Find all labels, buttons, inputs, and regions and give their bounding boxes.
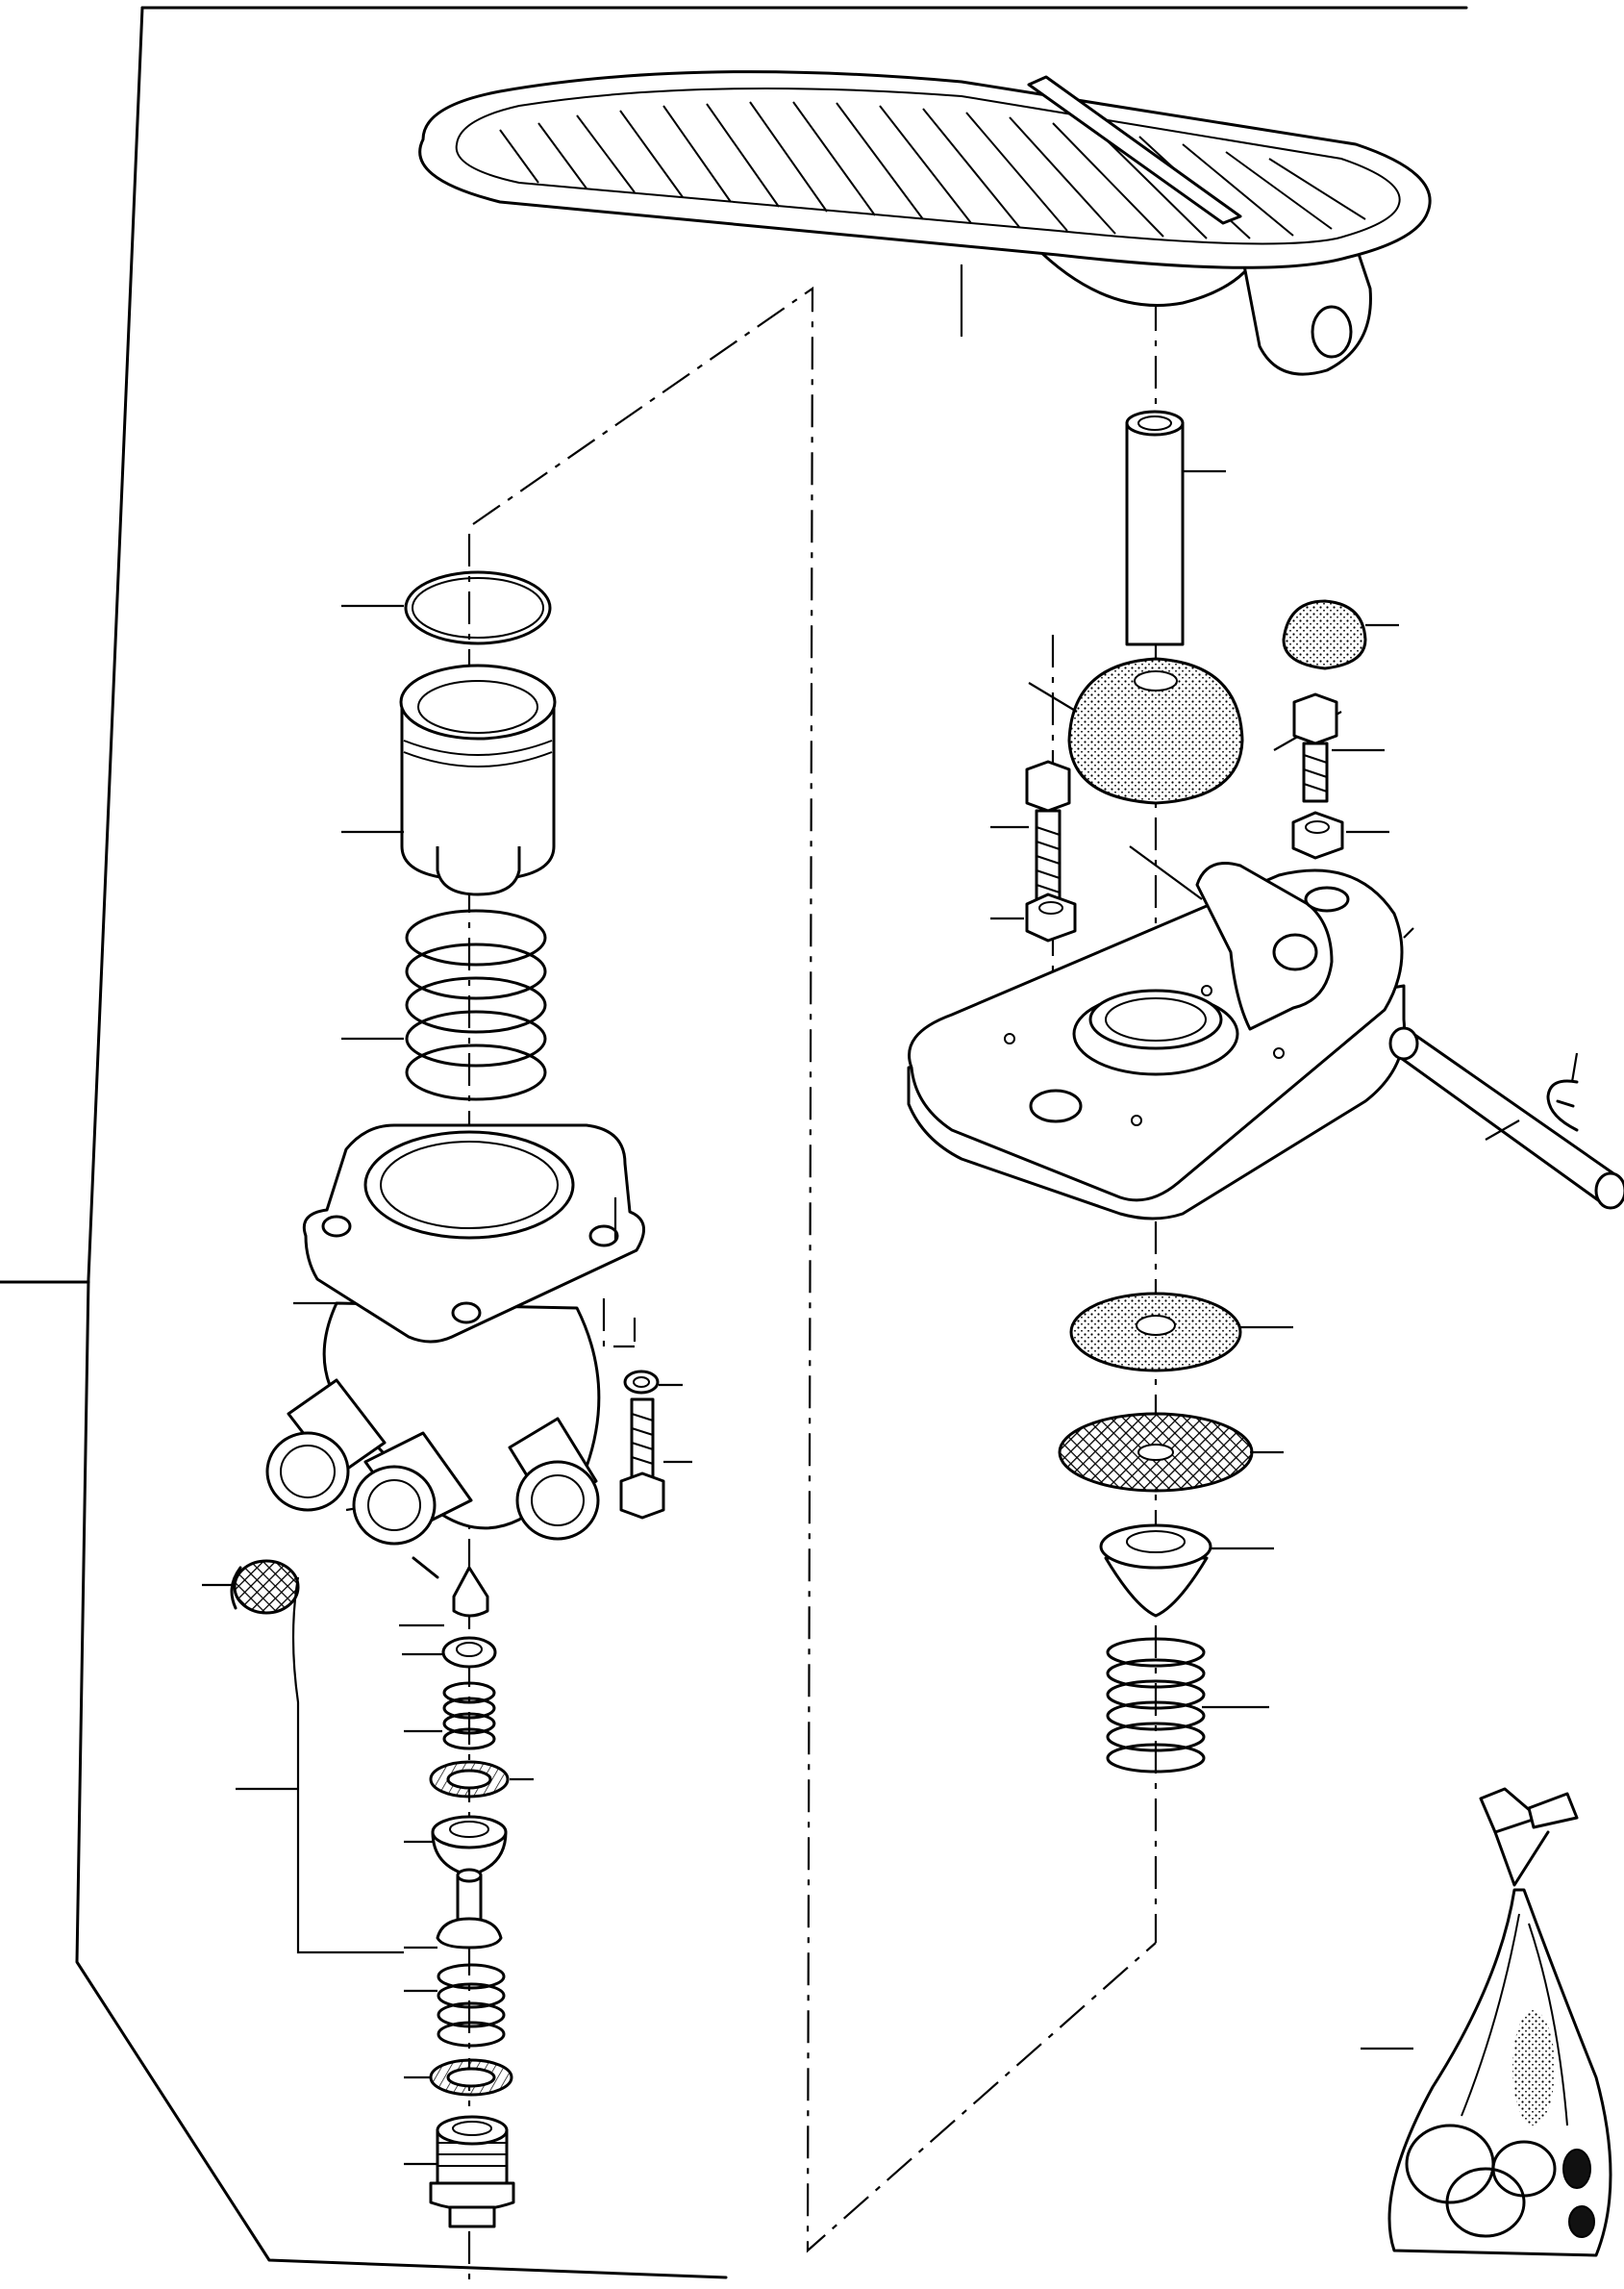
valve-stem (436, 1868, 503, 1949)
bolt-left (1025, 760, 1071, 904)
piston-cup (399, 664, 557, 896)
spare-parts-bag (1387, 1787, 1612, 2257)
mounting-plate (907, 862, 1406, 1220)
assembly-frame (0, 6, 1468, 2279)
valve-cone (412, 1556, 489, 1618)
nut-left (1025, 893, 1077, 943)
valve-washer-1 (441, 1636, 497, 1669)
valve-body-insert (431, 1815, 508, 1877)
leader-lines (202, 264, 1579, 2166)
spring-seat (1099, 1523, 1212, 1618)
valve-seal-1 (429, 1760, 510, 1798)
rubber-boot (1067, 657, 1244, 805)
small-screw (619, 1397, 665, 1520)
threaded-plug (429, 2115, 515, 2228)
foot-pedal (418, 70, 1432, 376)
bolt-right (1292, 692, 1338, 803)
plunger-pin (1125, 410, 1185, 646)
valve-spring-1 (442, 1681, 496, 1750)
rubber-cap (1282, 599, 1367, 670)
o-ring-top (404, 570, 552, 645)
mesh-filter-disc (1058, 1412, 1254, 1493)
rubber-washer (1069, 1292, 1242, 1372)
valve-seal-2 (429, 2058, 513, 2097)
filter-plug (230, 1559, 300, 1615)
valve-spring-2 (437, 1963, 506, 2048)
return-spring-right (1106, 1637, 1206, 1773)
valve-housing (265, 1123, 645, 1546)
lock-washer (623, 1370, 660, 1395)
pivot-pin (1388, 1026, 1624, 1210)
retaining-clip (1546, 1079, 1579, 1132)
compression-spring-left (405, 909, 547, 1101)
nut-right (1291, 811, 1344, 860)
